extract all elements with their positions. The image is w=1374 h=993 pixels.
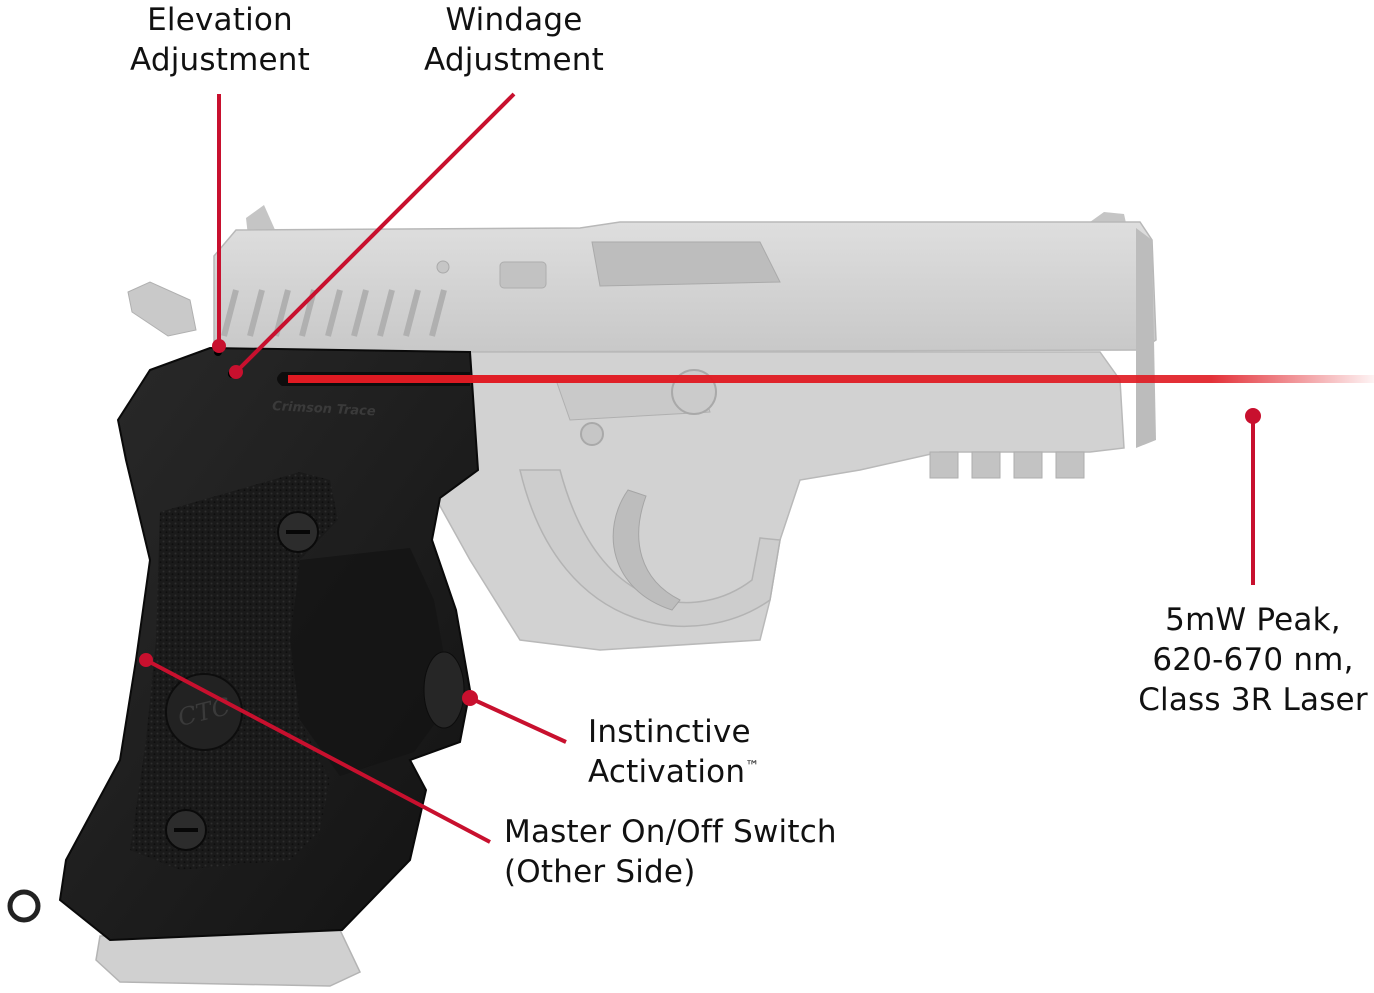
laser-spec-line3: Class 3R Laser bbox=[1138, 682, 1368, 718]
ejection-port bbox=[591, 241, 781, 287]
windage-leader-dot bbox=[229, 365, 243, 379]
windage-label-line2: Adjustment bbox=[424, 42, 604, 78]
pistol-illustration: CTC Crimson Trace bbox=[7, 205, 1157, 987]
windage-adjustment-label: Windage Adjustment bbox=[414, 0, 614, 80]
callout-leaders bbox=[139, 92, 1261, 844]
accessory-rail bbox=[929, 451, 1085, 479]
grip-brand-text: Crimson Trace bbox=[272, 399, 376, 419]
elevation-adjustment-label: Elevation Adjustment bbox=[120, 0, 320, 80]
instinctive-activation-label: Instinctive Activation™ bbox=[588, 712, 759, 792]
activation-line1: Instinctive bbox=[588, 714, 751, 750]
trademark-symbol: ™ bbox=[745, 758, 760, 775]
frame-pin bbox=[580, 422, 604, 446]
master-switch-label: Master On/Off Switch (Other Side) bbox=[504, 812, 837, 892]
extractor bbox=[499, 261, 547, 289]
laser-beam bbox=[288, 375, 1374, 383]
pistol-frame bbox=[419, 351, 1125, 651]
master-switch-line2: (Other Side) bbox=[504, 854, 696, 890]
activation-line2: Activation bbox=[588, 754, 746, 790]
activation-leader-line bbox=[469, 696, 567, 744]
activation-pad bbox=[423, 651, 465, 729]
grip-screw-lower bbox=[165, 809, 207, 851]
master-switch-line1: Master On/Off Switch bbox=[504, 814, 837, 850]
muzzle bbox=[1136, 228, 1156, 448]
windage-leader-line bbox=[234, 92, 516, 374]
lanyard-ring bbox=[7, 889, 41, 923]
activation-line2-wrap: Activation™ bbox=[588, 752, 759, 792]
windage-label-line1: Windage bbox=[445, 2, 583, 38]
laser-spec-label: 5mW Peak, 620-670 nm, Class 3R Laser bbox=[1128, 600, 1374, 720]
trigger-guard bbox=[519, 469, 781, 628]
grip-screw-upper bbox=[277, 511, 319, 553]
elevation-label-line2: Adjustment bbox=[130, 42, 310, 78]
master-switch-leader-dot bbox=[139, 653, 153, 667]
pistol-hammer bbox=[127, 281, 197, 337]
slide-pin bbox=[436, 260, 450, 274]
grip-stipple-panel bbox=[130, 472, 338, 870]
laser-spec-line1: 5mW Peak, bbox=[1165, 602, 1341, 638]
laser-spec-line2: 620-670 nm, bbox=[1152, 642, 1354, 678]
elevation-leader-dot bbox=[212, 339, 226, 353]
rear-sight bbox=[246, 205, 276, 236]
laser-spec-leader-dot bbox=[1245, 408, 1261, 424]
elevation-label-line1: Elevation bbox=[147, 2, 293, 38]
activation-leader-dot bbox=[462, 690, 478, 706]
master-switch-leader-line bbox=[145, 658, 491, 844]
trigger bbox=[612, 489, 681, 611]
grip-contour bbox=[290, 548, 452, 776]
